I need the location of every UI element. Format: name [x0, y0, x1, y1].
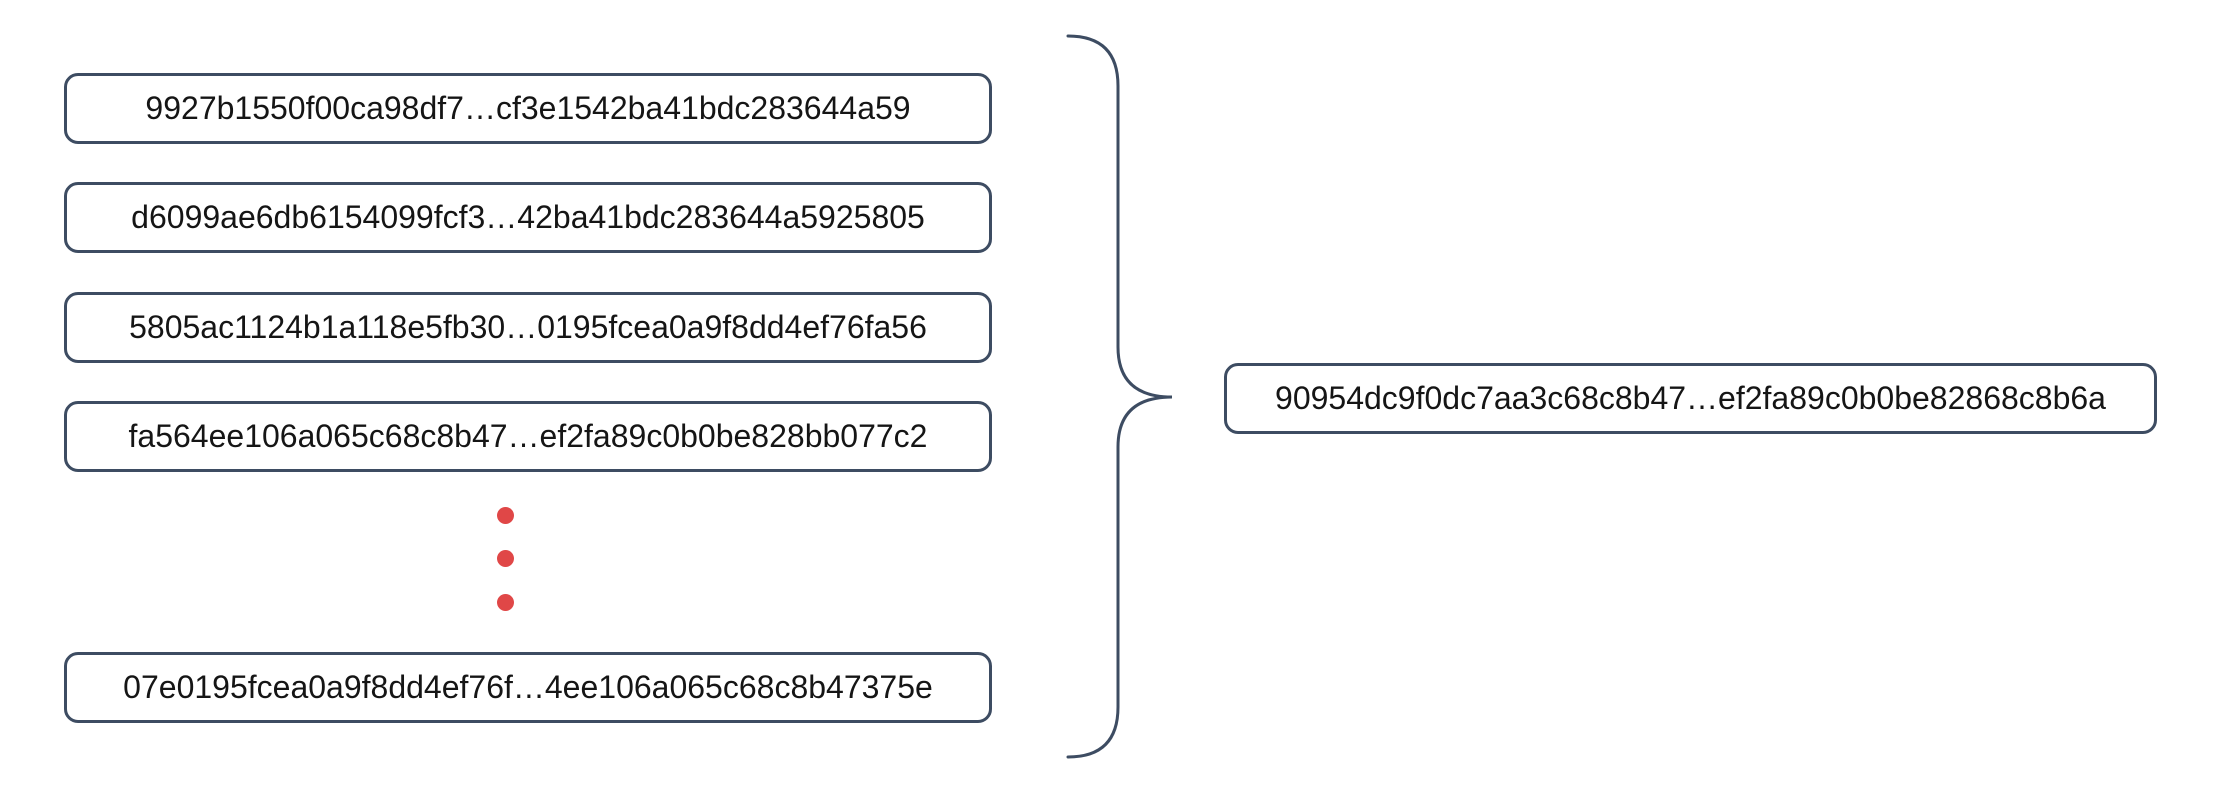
ellipsis-dot-1: [497, 507, 514, 524]
input-hash-text-5: 07e0195fcea0a9f8dd4ef76f…4ee106a065c68c8…: [123, 669, 933, 705]
ellipsis-dot-2: [497, 550, 514, 567]
input-hash-box-1: 9927b1550f00ca98df7…cf3e1542ba41bdc28364…: [64, 73, 992, 144]
input-hash-box-5: 07e0195fcea0a9f8dd4ef76f…4ee106a065c68c8…: [64, 652, 992, 723]
output-hash-text: 90954dc9f0dc7aa3c68c8b47…ef2fa89c0b0be82…: [1275, 380, 2106, 416]
input-hash-text-3: 5805ac1124b1a118e5fb30…0195fcea0a9f8dd4e…: [129, 309, 927, 345]
input-hash-box-4: fa564ee106a065c68c8b47…ef2fa89c0b0be828b…: [64, 401, 992, 472]
input-hash-box-3: 5805ac1124b1a118e5fb30…0195fcea0a9f8dd4e…: [64, 292, 992, 363]
ellipsis-dot-3: [497, 594, 514, 611]
input-hash-box-2: d6099ae6db6154099fcf3…42ba41bdc283644a59…: [64, 182, 992, 253]
output-hash-box: 90954dc9f0dc7aa3c68c8b47…ef2fa89c0b0be82…: [1224, 363, 2157, 434]
input-hash-text-1: 9927b1550f00ca98df7…cf3e1542ba41bdc28364…: [145, 90, 911, 126]
input-hash-text-2: d6099ae6db6154099fcf3…42ba41bdc283644a59…: [131, 199, 925, 235]
input-hash-text-4: fa564ee106a065c68c8b47…ef2fa89c0b0be828b…: [128, 418, 928, 454]
